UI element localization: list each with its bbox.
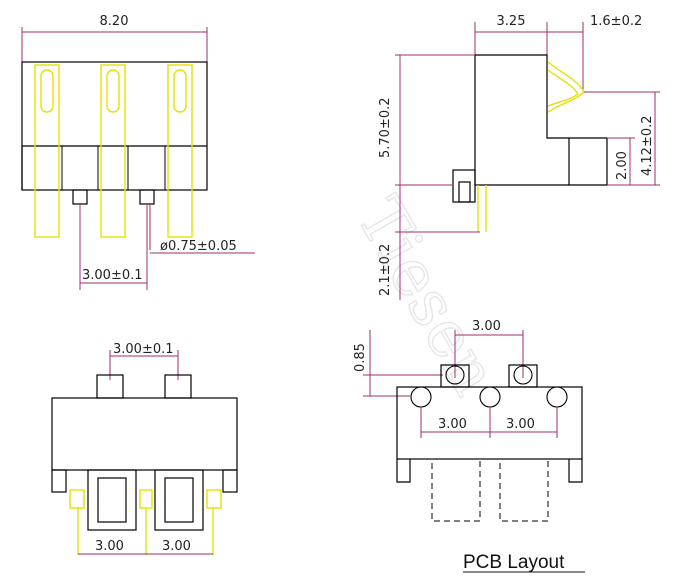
side-spring-contact [477, 61, 585, 232]
front-slots [61, 145, 166, 191]
side-width-label: 3.25 [497, 14, 526, 29]
pcb-hole-pitch-dimension [420, 407, 558, 438]
pcb-layout-view: 3.00 0.85 [353, 319, 585, 573]
side-pin-length-label: 2.1±0.2 [378, 244, 393, 296]
pcb-layout-title: PCB Layout [463, 552, 565, 573]
bottom-pitch-label: 3.00±0.1 [113, 342, 174, 357]
side-vertical-dimensions [395, 54, 660, 300]
front-contacts [34, 64, 193, 238]
front-pitch-dimension [79, 204, 255, 290]
front-pin-dia-label: ø0.75±0.05 [160, 239, 237, 254]
side-view: 3.25 1.6±0.2 5.70±0.2 [378, 14, 660, 300]
side-step-label: 2.00 [615, 151, 630, 180]
front-pitch-label: 3.00±0.1 [82, 268, 143, 283]
side-contact-height-label: 4.12±0.2 [640, 115, 655, 176]
front-width-label: 8.20 [100, 14, 129, 29]
front-width-dimension [21, 27, 208, 62]
front-body [21, 61, 208, 191]
pcb-holes [410, 365, 568, 408]
front-view: 8.20 [21, 14, 255, 290]
pcb-dashed-pads [397, 458, 582, 522]
pcb-pitch-right-label: 3.00 [506, 417, 535, 432]
side-body [452, 54, 608, 203]
side-top-dimensions [474, 22, 584, 90]
side-contact-label: 1.6±0.2 [590, 14, 642, 29]
front-pins [72, 189, 155, 205]
bottom-pad-left-label: 3.00 [95, 539, 124, 554]
pcb-pitch-left-label: 3.00 [438, 417, 467, 432]
pcb-offset-label: 0.85 [353, 343, 368, 372]
pcb-top-pitch-dimension [454, 330, 524, 378]
bottom-pad-right-label: 3.00 [162, 539, 191, 554]
bottom-yellow-tabs [69, 489, 222, 555]
bottom-body [51, 374, 238, 531]
side-height-label: 5.70±0.2 [378, 97, 393, 158]
bottom-view: 3.00±0.1 3.00 3.00 [51, 342, 238, 555]
pcb-top-pitch-label: 3.00 [472, 319, 501, 334]
pcb-offset-dimension [363, 330, 443, 397]
